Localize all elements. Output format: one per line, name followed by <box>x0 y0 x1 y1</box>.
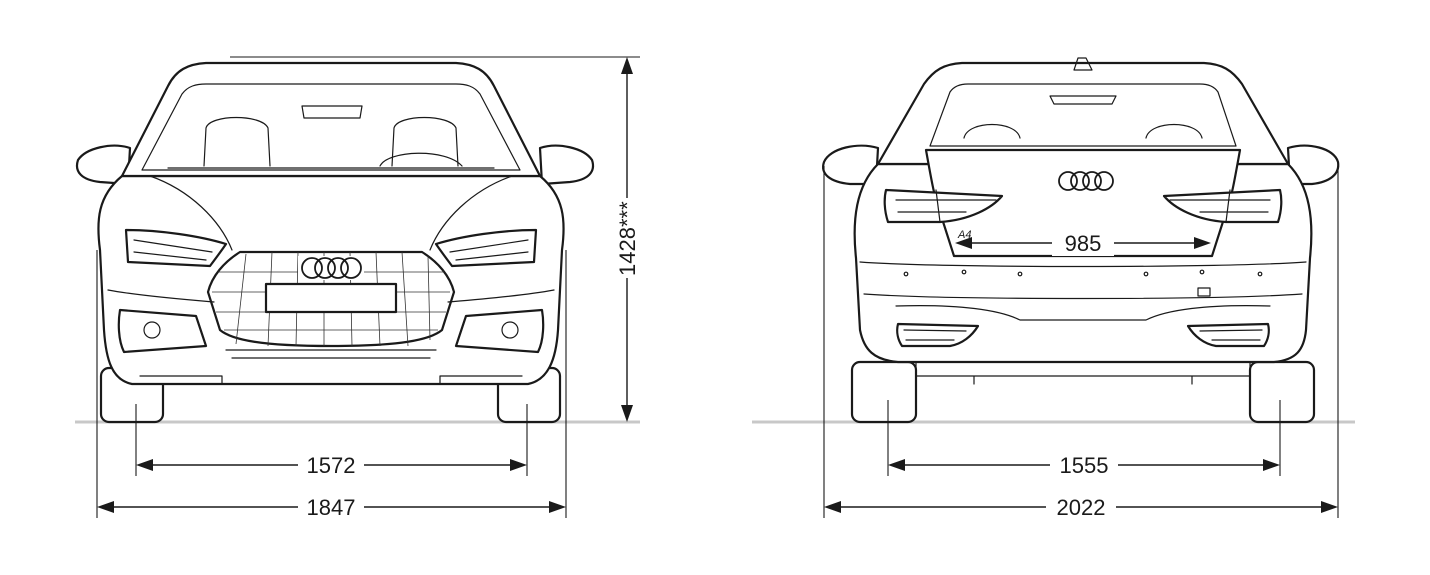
front-right-mirror <box>538 144 595 186</box>
rear-left-mirror <box>822 144 880 186</box>
rear-underbody <box>915 361 1251 385</box>
front-left-seat <box>203 116 271 167</box>
rear-brake-light <box>1049 95 1117 105</box>
front-windshield <box>141 83 521 171</box>
rear-view: A4 <box>752 57 1355 424</box>
front-sill-right <box>439 375 523 385</box>
front-bonnet-line-left <box>149 175 233 251</box>
rear-width-dimension: 2022 <box>823 166 1339 520</box>
rear-right-mirror <box>1286 144 1340 186</box>
front-left-mirror <box>75 144 132 186</box>
front-height-dimension: 1428*** <box>230 56 640 422</box>
front-license-plate <box>264 282 398 314</box>
front-interior-mirror <box>301 105 363 119</box>
front-greenhouse <box>120 61 542 178</box>
front-right-fog-light <box>501 321 519 339</box>
rear-right-tail-light-segments <box>1169 189 1271 223</box>
rear-audi-rings-logo <box>1058 171 1114 191</box>
rear-boot-lid <box>924 148 1242 258</box>
rear-right-headrest <box>1145 123 1203 139</box>
front-width-label: 1847 <box>307 495 356 520</box>
rear-shark-fin-antenna <box>1073 57 1093 71</box>
front-sill-left <box>139 375 223 385</box>
rear-parking-sensors <box>903 269 1263 277</box>
front-left-headlight <box>124 228 228 268</box>
rear-left-exhaust-inner <box>903 329 967 341</box>
rear-tow-hook-cover <box>1197 287 1211 297</box>
rear-track-dimension: 1555 <box>887 400 1281 478</box>
front-audi-rings-logo <box>298 256 364 280</box>
front-right-headlight <box>434 228 538 268</box>
rear-track-label: 1555 <box>1060 453 1109 478</box>
rear-left-headrest <box>963 123 1021 139</box>
front-height-label: 1428*** <box>615 201 640 276</box>
rear-right-tyre <box>1248 360 1316 424</box>
rear-left-tyre <box>850 360 918 424</box>
rear-right-exhaust-inner <box>1199 329 1263 341</box>
front-width-dimension: 1847 <box>96 250 567 520</box>
rear-window <box>929 83 1237 147</box>
front-lower-intake <box>225 349 437 359</box>
front-left-fog-light <box>143 321 161 339</box>
front-right-fog-intake <box>454 308 545 354</box>
front-left-fog-intake <box>117 308 208 354</box>
rear-tailgate-opening-label: 985 <box>1065 231 1102 256</box>
front-steering-wheel <box>379 152 463 167</box>
rear-tailgate-dimension: 985 <box>955 230 1211 256</box>
rear-greenhouse <box>876 61 1290 166</box>
front-track-dimension: 1572 <box>135 404 528 478</box>
front-right-headlight-drl <box>449 239 529 261</box>
rear-diffuser <box>895 305 1271 321</box>
rear-bumper-upper-line <box>859 261 1307 268</box>
rear-bumper-lower-line <box>863 293 1303 300</box>
rear-model-badge: A4 <box>957 229 971 241</box>
front-bonnet-line-right <box>429 175 513 251</box>
front-left-headlight-drl <box>133 239 213 261</box>
rear-width-label: 2022 <box>1057 495 1106 520</box>
front-right-seat <box>391 116 459 167</box>
front-bumper-line <box>107 289 555 303</box>
rear-left-tail-light-segments <box>895 189 997 223</box>
front-track-label: 1572 <box>307 453 356 478</box>
front-view <box>75 61 640 424</box>
